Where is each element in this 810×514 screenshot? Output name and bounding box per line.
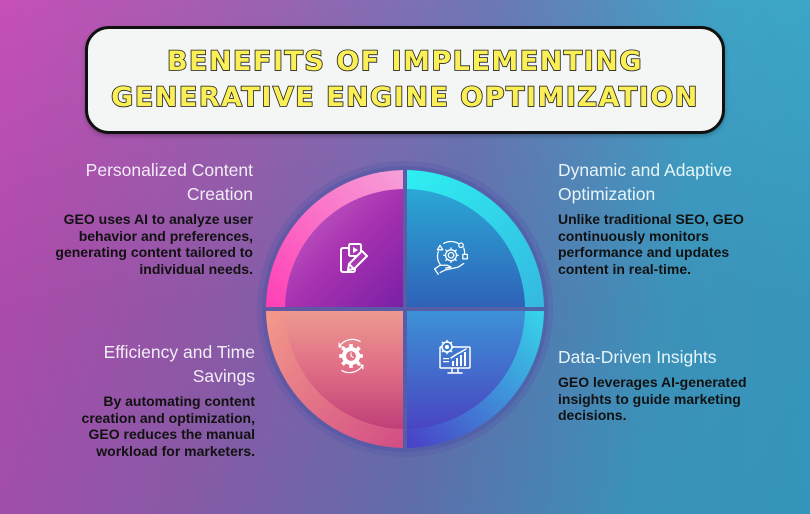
benefit-heading-line: Data-Driven Insights [558, 347, 717, 367]
benefit-description: GEO uses AI to analyze user behavior and… [55, 211, 253, 277]
benefit-heading-line: Savings [192, 366, 255, 386]
benefit-heading: Personalized Content Creation [48, 158, 253, 206]
content-creation-icon [333, 240, 373, 280]
benefit-dynamic-optimization: Dynamic and Adaptive Optimization Unlike… [558, 158, 763, 277]
benefit-heading: Dynamic and Adaptive Optimization [558, 158, 763, 206]
benefit-heading-line: Personalized Content [85, 160, 253, 180]
benefit-personalized-content: Personalized Content Creation GEO uses A… [48, 158, 253, 277]
quadrant-bottom-left [266, 311, 403, 448]
gear-clock-icon [331, 336, 375, 380]
quadrant-top-left [266, 170, 403, 307]
gear-hand-cycle-icon [431, 238, 475, 282]
benefit-heading-line: Optimization [558, 184, 656, 204]
benefit-heading-line: Efficiency and Time [103, 342, 255, 362]
benefit-efficiency: Efficiency and Time Savings By automatin… [60, 340, 255, 459]
title-line-2: Generative Engine Optimization [110, 81, 699, 114]
benefit-description: By automating content creation and optim… [81, 393, 255, 459]
benefit-heading-line: Dynamic and Adaptive [558, 160, 733, 180]
title-line-1: Benefits of Implementing [166, 45, 644, 78]
quadrant-top-right [407, 170, 544, 307]
quadrant-circle-diagram [255, 158, 555, 458]
benefit-description: Unlike traditional SEO, GEO continuously… [558, 211, 744, 277]
benefit-heading-line: Creation [186, 184, 253, 204]
quadrant-bottom-right [407, 311, 544, 448]
benefit-heading: Data-Driven Insights [558, 345, 758, 369]
monitor-chart-gear-icon [435, 338, 475, 378]
benefit-description: GEO leverages AI-generated insights to g… [558, 374, 747, 423]
title-banner: Benefits of Implementing Generative Engi… [85, 26, 725, 134]
benefit-data-insights: Data-Driven Insights GEO leverages AI-ge… [558, 345, 758, 424]
benefit-heading: Efficiency and Time Savings [60, 340, 255, 388]
